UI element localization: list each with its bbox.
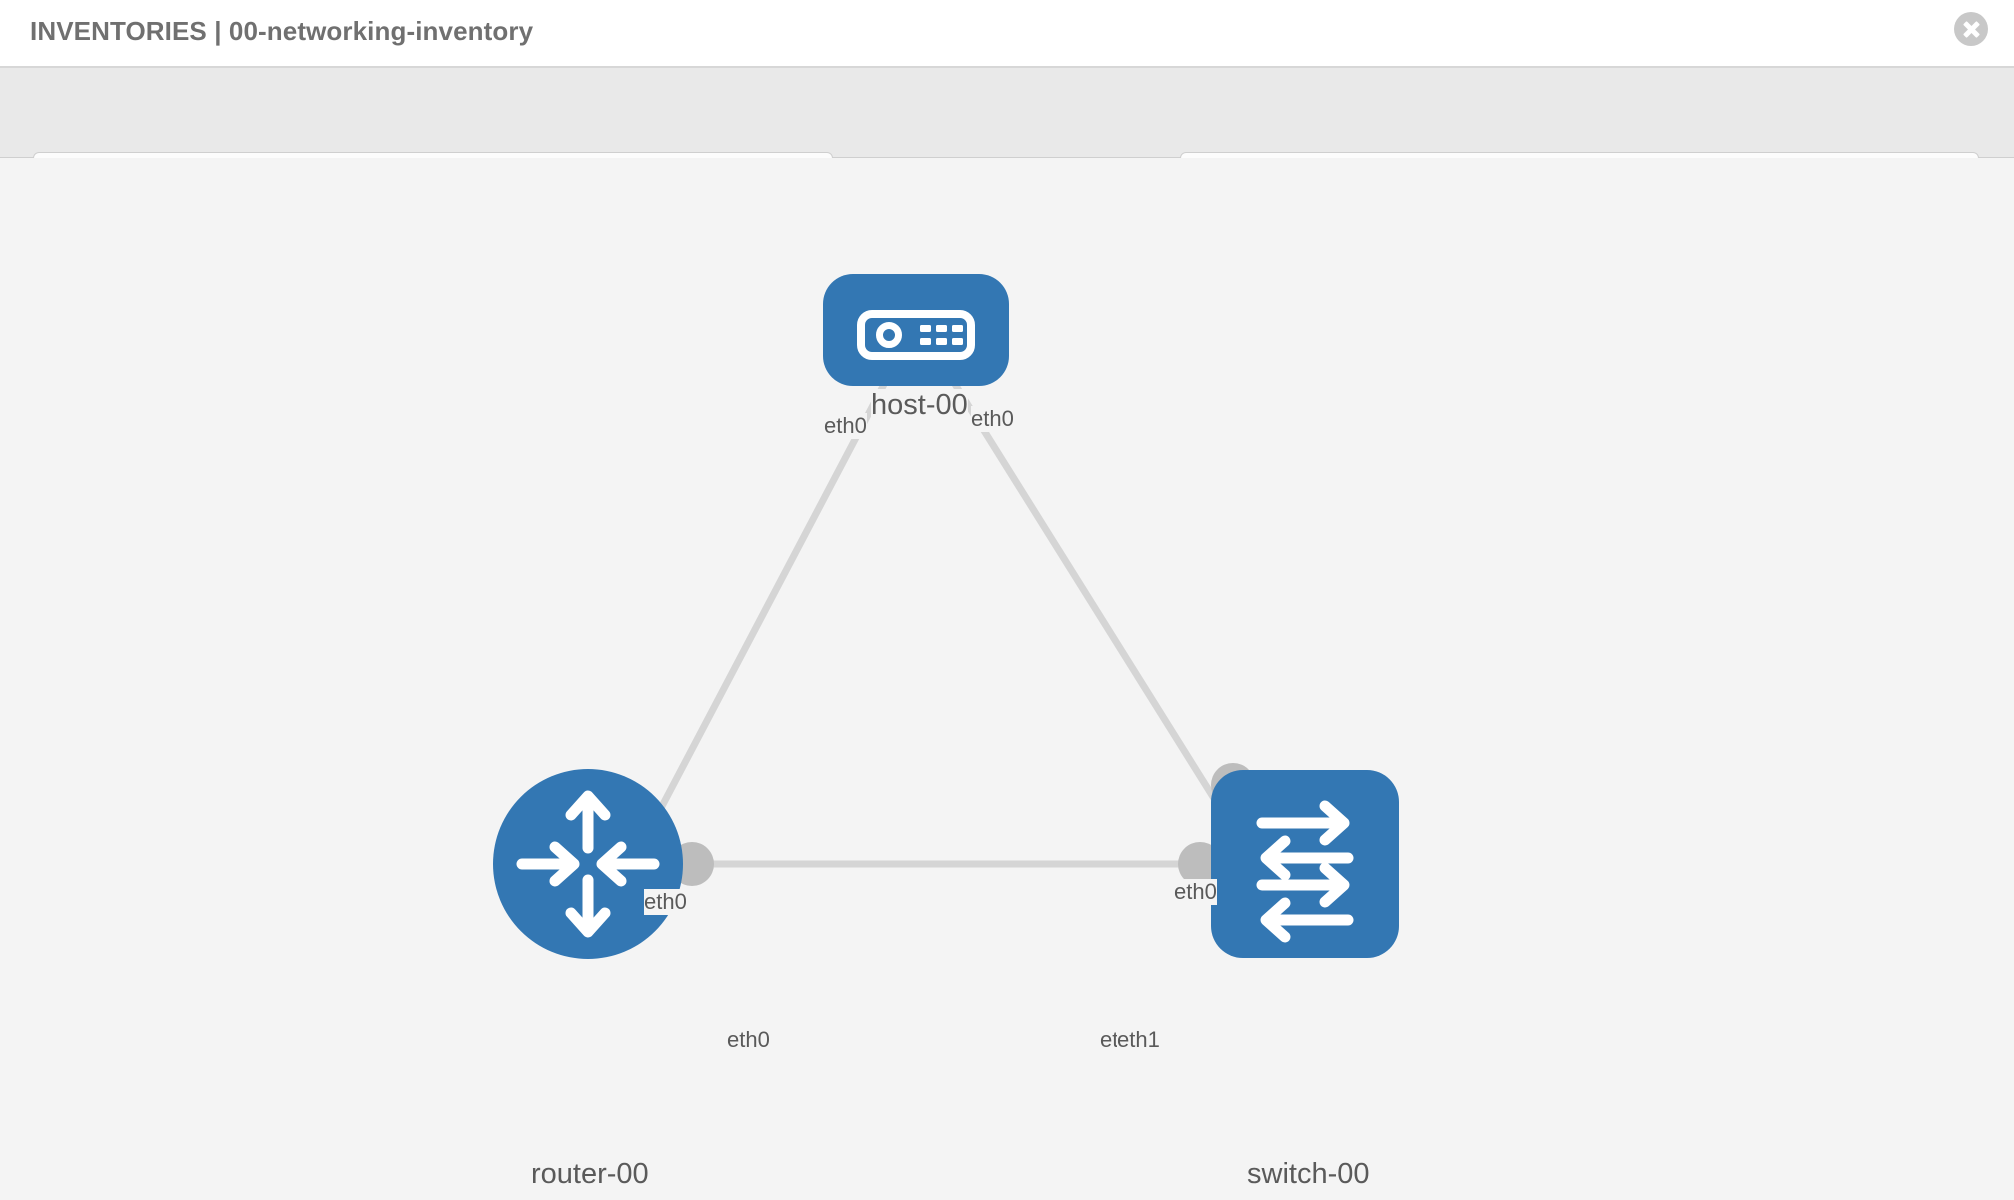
server-icon bbox=[857, 310, 975, 360]
topology-graph bbox=[493, 274, 1399, 959]
link-host00-router00 bbox=[636, 371, 894, 850]
page-title: INVENTORIES | 00-networking-inventory bbox=[30, 16, 534, 46]
node-label-router-00: router-00 bbox=[531, 1158, 649, 1191]
close-icon[interactable] bbox=[1954, 12, 1988, 46]
router-icon bbox=[516, 790, 660, 938]
link-host00-switch00 bbox=[945, 371, 1248, 850]
node-host-00 bbox=[823, 274, 1009, 386]
switch-icon bbox=[1256, 800, 1354, 943]
edge-label-router00-host00: eth0 bbox=[644, 889, 687, 915]
topology-canvas[interactable]: host-00 router-00 switch-00 eth0 eth0 et… bbox=[0, 158, 2014, 1200]
edge-label-switch00-host00: eth0 bbox=[1174, 879, 1217, 905]
edge-label-host00-switch00: eth0 bbox=[971, 406, 1014, 432]
node-switch-00 bbox=[1211, 770, 1399, 958]
edge-label-router00-switch00: eth0 bbox=[727, 1027, 770, 1053]
topology-links bbox=[636, 371, 1248, 868]
edge-label-host00-router00: eth0 bbox=[824, 413, 867, 439]
toolbar: ACTIONS SEARCH bbox=[0, 68, 2014, 204]
node-label-host-00: host-00 bbox=[871, 389, 968, 422]
page-header: INVENTORIES | 00-networking-inventory bbox=[0, 0, 2014, 68]
edge-label-switch00-router00: eth1 bbox=[1117, 1027, 1160, 1053]
node-label-switch-00: switch-00 bbox=[1247, 1158, 1370, 1191]
node-router-00 bbox=[493, 769, 683, 959]
